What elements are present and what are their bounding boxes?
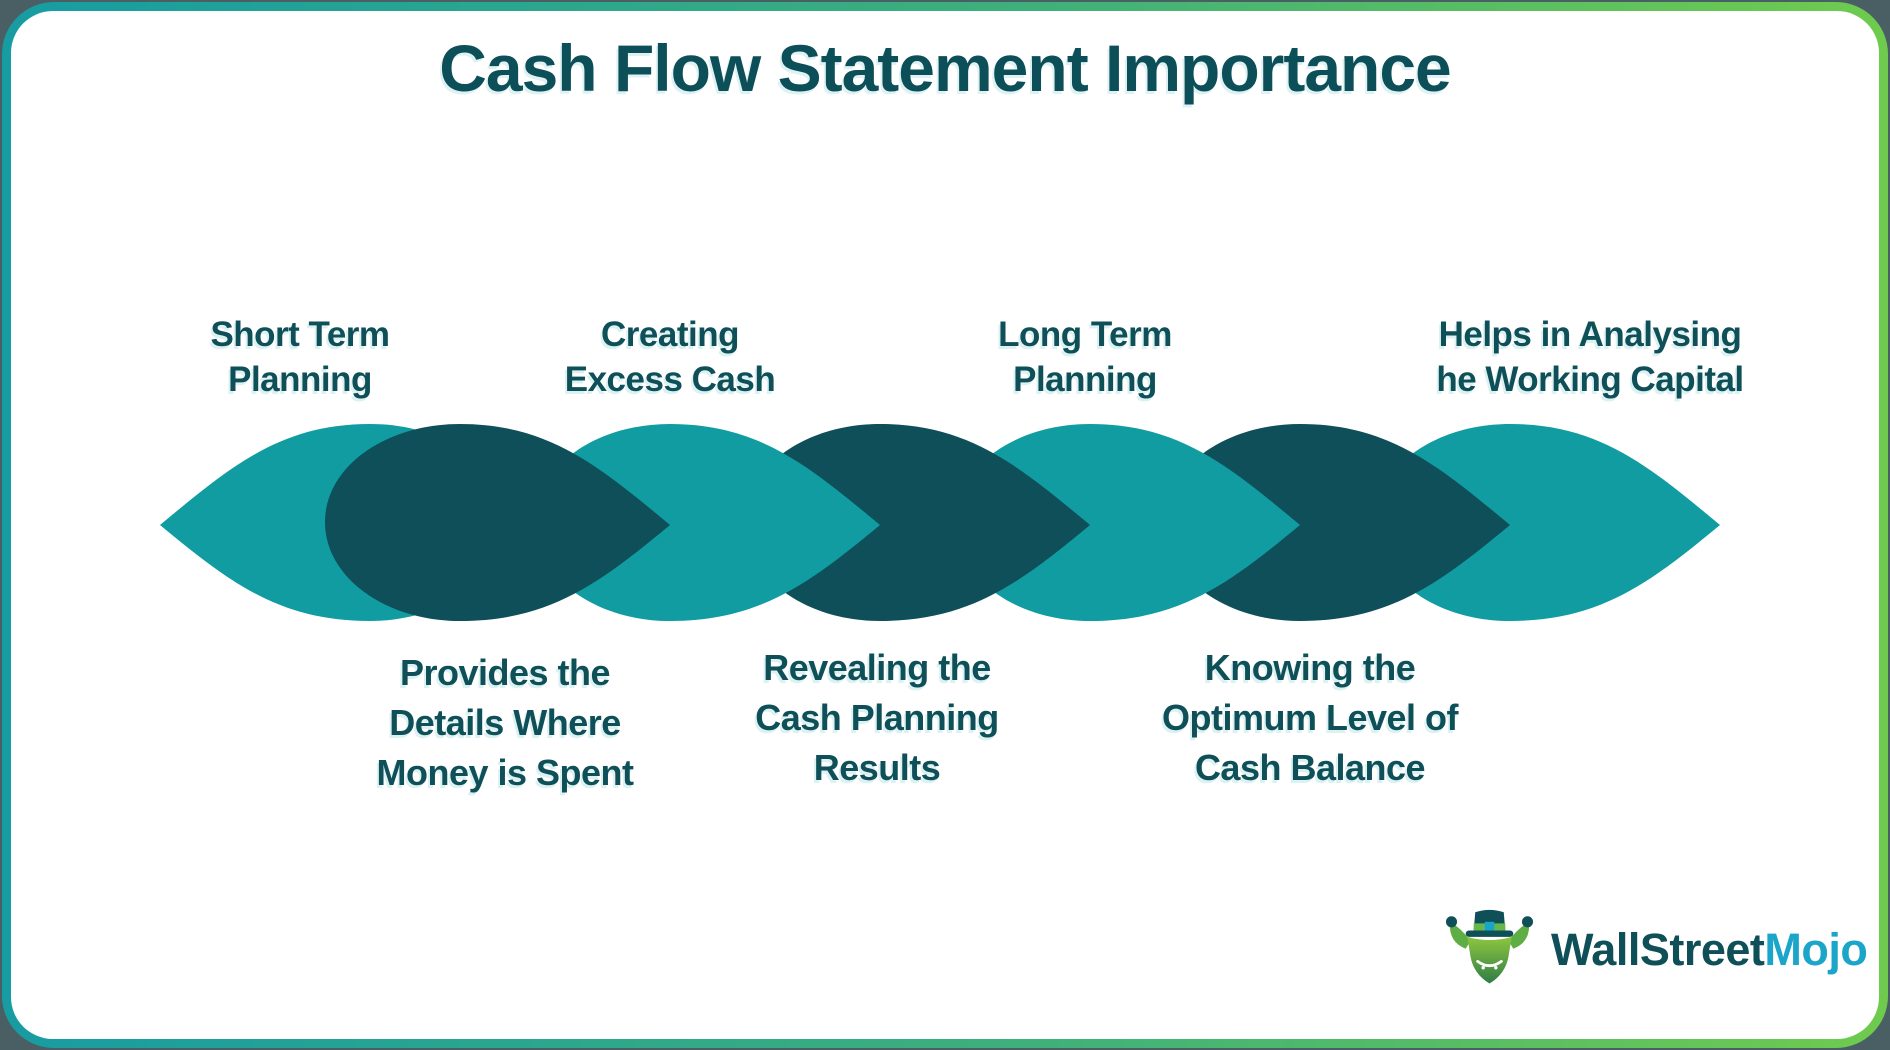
bottom-label-revealing-cash-planning: Revealing the Cash Planning Results bbox=[687, 643, 1067, 793]
leaf-shape-6 bbox=[1165, 424, 1510, 621]
leaf-shape-5 bbox=[955, 424, 1300, 621]
label-line: Optimum Level of bbox=[1161, 697, 1459, 738]
label-line: Planning bbox=[1013, 360, 1157, 399]
page-title: Cash Flow Statement Importance bbox=[439, 31, 1452, 105]
bottom-label-provides-details: Provides the Details Where Money is Spen… bbox=[315, 648, 695, 798]
leaf-shape-7 bbox=[1375, 424, 1720, 621]
label-line: Short Term bbox=[210, 315, 390, 354]
label-line: Money is Spent bbox=[376, 752, 634, 793]
top-label-helps-analysing-working-capital: Helps in Analysing he Working Capital bbox=[1385, 312, 1795, 402]
leaf-shape-3 bbox=[535, 424, 880, 621]
wallstreetmojo-logo: WallStreetMojo bbox=[1442, 902, 1868, 997]
logo-text-mojo: Mojo bbox=[1764, 923, 1868, 975]
logo-text-wallstreet: WallStreet bbox=[1551, 923, 1765, 975]
bottom-label-knowing-optimum-cash-balance: Knowing the Optimum Level of Cash Balanc… bbox=[1110, 643, 1510, 793]
leaf-shape-4 bbox=[745, 424, 1090, 621]
label-line: Provides the bbox=[399, 652, 611, 693]
label-line: Details Where bbox=[389, 702, 621, 743]
label-line: Cash Balance bbox=[1194, 747, 1426, 788]
leaf-shape-2 bbox=[325, 424, 670, 621]
label-line: Results bbox=[813, 747, 941, 788]
bull-mascot-icon bbox=[1445, 909, 1534, 984]
label-line: Creating bbox=[601, 315, 739, 354]
label-line: he Working Capital bbox=[1436, 360, 1744, 399]
label-line: Knowing the bbox=[1204, 647, 1416, 688]
label-line: Long Term bbox=[998, 315, 1172, 354]
logo-wordmark: WallStreetMojo bbox=[1551, 923, 1868, 976]
top-label-creating-excess-cash: Creating Excess Cash bbox=[480, 312, 860, 402]
label-line: Revealing the bbox=[763, 647, 991, 688]
label-line: Cash Planning bbox=[755, 697, 999, 738]
top-label-short-term-planning: Short Term Planning bbox=[110, 312, 490, 402]
top-label-long-term-planning: Long Term Planning bbox=[895, 312, 1275, 402]
label-line: Planning bbox=[228, 360, 372, 399]
label-line: Helps in Analysing bbox=[1438, 315, 1742, 354]
label-line: Excess Cash bbox=[564, 360, 776, 399]
